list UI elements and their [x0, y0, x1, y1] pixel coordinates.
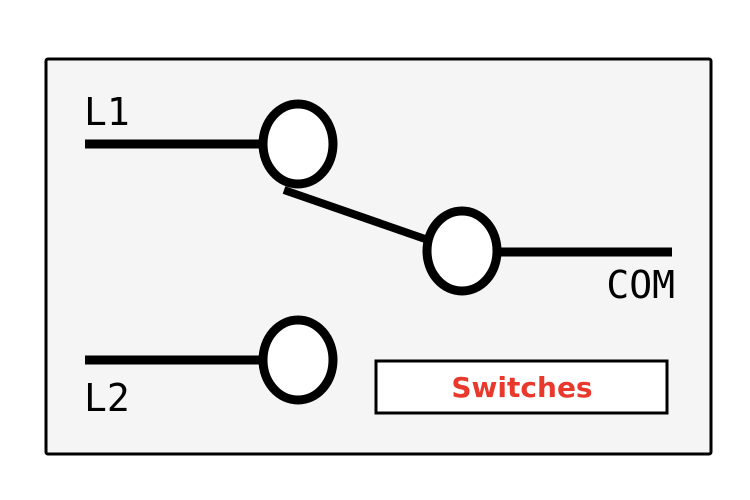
switch-arm: [282, 186, 430, 244]
l2-terminal: [258, 315, 338, 405]
l2-label: L2: [84, 376, 130, 420]
l1-terminal: [258, 99, 338, 189]
com-label: COM: [606, 263, 675, 307]
diagram-panel: [44, 57, 713, 456]
switches-badge: [374, 359, 669, 415]
l1-label: L1: [84, 90, 130, 134]
com-terminal: [422, 206, 502, 296]
switches-badge-text: Switches: [451, 371, 592, 404]
